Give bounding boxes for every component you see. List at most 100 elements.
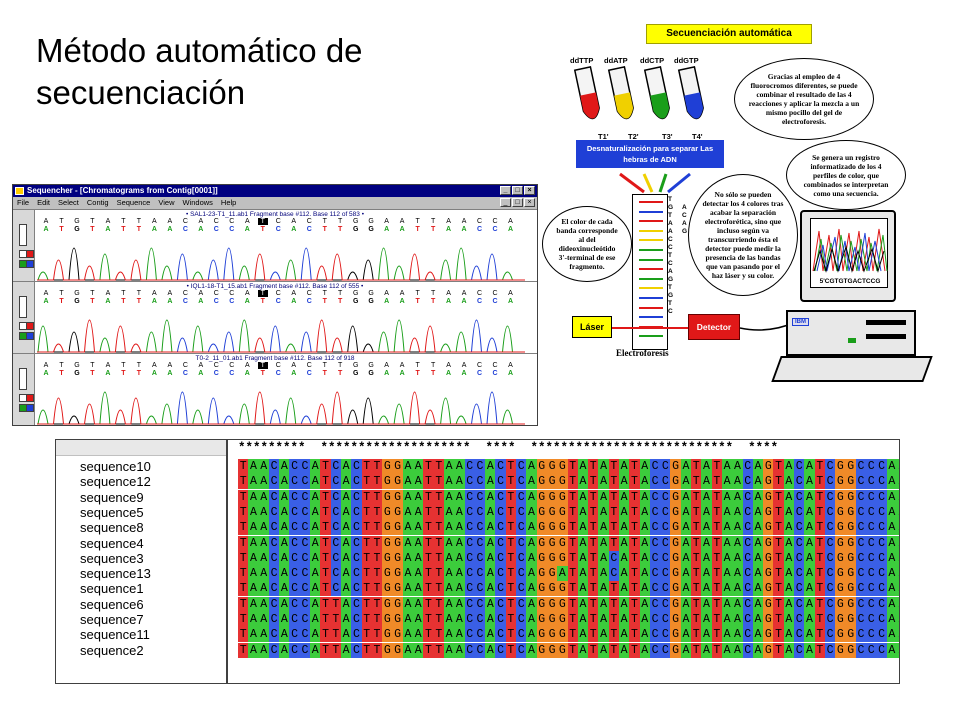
called-base[interactable]: C	[477, 298, 483, 305]
called-base[interactable]: T	[59, 298, 64, 305]
ref-base[interactable]: C	[306, 218, 312, 225]
called-base[interactable]: A	[151, 226, 157, 233]
ref-base[interactable]: A	[508, 362, 513, 369]
ref-base[interactable]: T	[90, 362, 95, 369]
called-base[interactable]: A	[244, 370, 250, 377]
called-base[interactable]: T	[415, 370, 420, 377]
trace-toggle-icon[interactable]	[26, 404, 34, 412]
called-base[interactable]: A	[244, 298, 250, 305]
called-base[interactable]: A	[507, 298, 514, 305]
ref-base[interactable]: A	[291, 218, 297, 225]
ref-base[interactable]: A	[384, 218, 389, 225]
called-base[interactable]: C	[275, 226, 281, 233]
called-base[interactable]: A	[461, 226, 467, 233]
ref-base[interactable]: A	[508, 218, 513, 225]
ref-base[interactable]: T	[59, 362, 64, 369]
ref-base[interactable]: A	[461, 290, 467, 297]
ref-base[interactable]: A	[291, 362, 297, 369]
ref-base[interactable]: C	[213, 362, 219, 369]
ref-base[interactable]: A	[446, 290, 451, 297]
sequence-name[interactable]: sequence12	[80, 474, 151, 490]
ref-base[interactable]: A	[152, 290, 157, 297]
alignment-sequences[interactable]: ********* ******************** **** ****…	[230, 440, 899, 683]
ref-base[interactable]: T	[430, 290, 436, 297]
called-base[interactable]: G	[74, 226, 80, 233]
called-base[interactable]: A	[507, 226, 514, 233]
ref-base[interactable]: A	[384, 362, 389, 369]
called-base[interactable]: G	[352, 370, 359, 377]
ref-base[interactable]: A	[508, 290, 513, 297]
ref-base[interactable]: A	[446, 218, 451, 225]
ref-base[interactable]: G	[368, 218, 374, 225]
ref-base[interactable]: A	[43, 218, 49, 225]
called-base[interactable]: A	[151, 298, 157, 305]
ref-base[interactable]: G	[352, 290, 359, 297]
called-base[interactable]: A	[105, 298, 111, 305]
ref-base[interactable]: G	[352, 362, 359, 369]
called-base[interactable]: G	[368, 298, 374, 305]
called-base[interactable]: C	[306, 226, 312, 233]
ref-base[interactable]: G	[352, 218, 359, 225]
called-base[interactable]: C	[306, 370, 312, 377]
called-base[interactable]: A	[384, 370, 390, 377]
ref-base[interactable]: A	[461, 362, 467, 369]
called-base[interactable]: T	[121, 370, 126, 377]
ref-base[interactable]: A	[152, 362, 157, 369]
ref-base[interactable]: C	[492, 362, 498, 369]
chromatogram-panel[interactable]: • IQL1-18-T1_15.ab1 Fragment base #112. …	[13, 281, 537, 354]
ref-base[interactable]: A	[167, 290, 173, 297]
menu-select[interactable]: Select	[58, 198, 79, 207]
called-base[interactable]: C	[182, 370, 188, 377]
ref-base[interactable]: A	[384, 290, 389, 297]
ref-base[interactable]: C	[229, 362, 235, 369]
called-base[interactable]: T	[260, 298, 265, 305]
ref-base[interactable]: T	[121, 218, 126, 225]
called-base[interactable]: A	[43, 298, 49, 305]
ref-base[interactable]: T	[322, 218, 327, 225]
called-base[interactable]: T	[430, 370, 436, 377]
ref-base[interactable]: T	[90, 290, 95, 297]
called-base[interactable]: T	[136, 298, 142, 305]
ref-base[interactable]: G	[74, 362, 80, 369]
called-base[interactable]: A	[198, 226, 204, 233]
ref-base[interactable]: G	[368, 362, 374, 369]
ref-base[interactable]: A	[167, 362, 173, 369]
sequence-name[interactable]: sequence4	[80, 535, 144, 551]
called-base[interactable]: C	[477, 370, 483, 377]
ref-base[interactable]: A	[105, 218, 111, 225]
ref-base[interactable]: C	[275, 362, 281, 369]
maximize-button[interactable]: □	[512, 186, 523, 195]
ref-base[interactable]: A	[43, 362, 49, 369]
called-base[interactable]: C	[492, 298, 498, 305]
ref-base[interactable]: A	[244, 218, 250, 225]
called-base[interactable]: T	[59, 370, 64, 377]
trace-toggle-icon[interactable]	[26, 332, 34, 340]
ref-base[interactable]: C	[275, 290, 281, 297]
ref-base[interactable]: A	[43, 290, 49, 297]
menu-file[interactable]: File	[17, 198, 30, 207]
called-base[interactable]: A	[399, 298, 405, 305]
ref-base[interactable]: A	[446, 362, 451, 369]
ref-base[interactable]: C	[213, 218, 219, 225]
called-base[interactable]: T	[415, 226, 420, 233]
zoom-slider[interactable]	[19, 224, 27, 246]
ref-base[interactable]: A	[244, 362, 250, 369]
called-base[interactable]: A	[198, 298, 204, 305]
called-base[interactable]: A	[399, 226, 405, 233]
ref-base[interactable]: T	[338, 362, 343, 369]
trace-toggle-icon[interactable]	[26, 250, 34, 258]
called-base[interactable]: T	[90, 370, 95, 377]
ref-base[interactable]: T	[257, 290, 268, 297]
called-base[interactable]: A	[43, 226, 49, 233]
menu-contig[interactable]: Contig	[86, 198, 109, 207]
called-base[interactable]: A	[105, 370, 111, 377]
called-base[interactable]: A	[384, 298, 390, 305]
